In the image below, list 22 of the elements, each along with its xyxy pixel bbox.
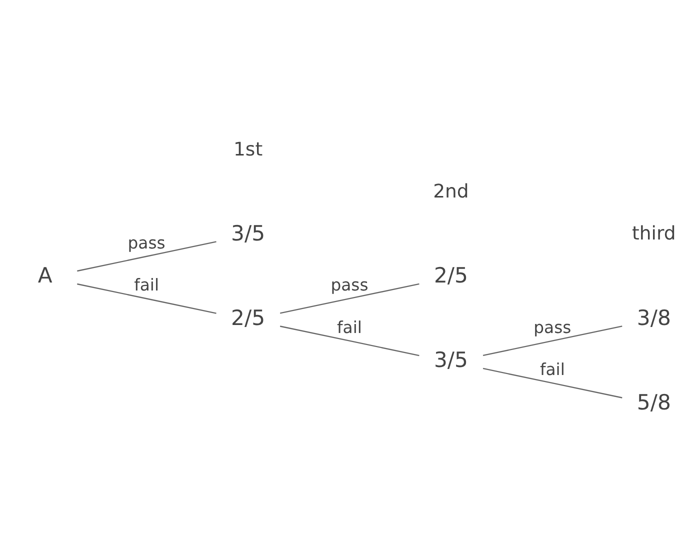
label: 2nd <box>433 180 469 202</box>
edge-label: pass <box>330 275 368 294</box>
connector <box>77 240 216 272</box>
connector <box>482 367 622 398</box>
connector <box>280 282 420 314</box>
node-text: 5/8 <box>636 388 671 414</box>
connector <box>482 325 622 356</box>
edge-label: fail <box>540 360 565 379</box>
edge-label: fail <box>134 275 160 294</box>
node-text: 2/5 <box>231 304 266 330</box>
connector <box>280 325 420 356</box>
node-text: 3/5 <box>434 346 468 372</box>
node-text: 3/5 <box>231 220 266 245</box>
label: third <box>632 223 676 244</box>
edge-label: pass <box>128 232 166 252</box>
node-text: 3/8 <box>636 304 671 330</box>
edge-label: pass <box>534 317 572 336</box>
edge-label: fail <box>337 317 362 336</box>
node-text: A <box>38 262 52 288</box>
label: 1st <box>234 138 263 160</box>
node-text: 2/5 <box>434 262 468 288</box>
connector <box>77 282 216 314</box>
